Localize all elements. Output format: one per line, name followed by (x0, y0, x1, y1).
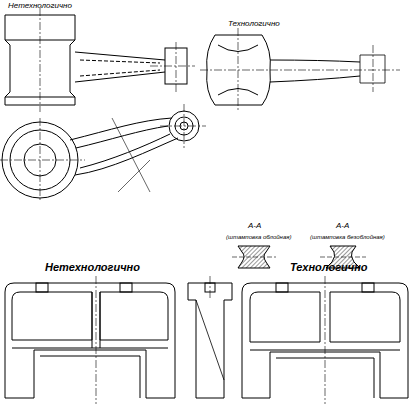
heading-label: Технологично (290, 262, 368, 273)
heading-label: Технологично (228, 20, 280, 28)
section-label: А-А (336, 222, 349, 230)
section-label: А-А (248, 222, 261, 230)
section-note: (штамповка облойная) (226, 234, 291, 240)
section-note: (штамповка безоблойная) (310, 234, 385, 240)
heading-label: Нетехнологично (8, 2, 72, 10)
heading-label: Нетехнологично (45, 262, 140, 273)
